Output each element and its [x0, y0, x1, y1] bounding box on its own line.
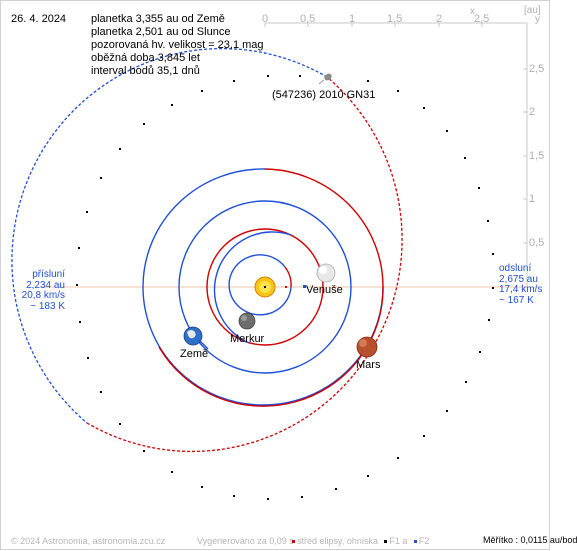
- x-tick: 2: [436, 13, 443, 25]
- earth-label: Země: [180, 348, 209, 360]
- earth-icon: [183, 326, 209, 350]
- center-marker-icon: [292, 539, 295, 543]
- venus-icon: [316, 263, 336, 283]
- asteroid-icon: [318, 73, 332, 85]
- asteroid-orbit-blue: [11, 47, 328, 424]
- y-axis-ruler: [523, 23, 528, 287]
- venus-label: Venuše: [306, 284, 343, 296]
- orbit-svg: [11, 22, 536, 500]
- date-label: 26. 4. 2024: [11, 13, 67, 25]
- magnitude: pozorovaná hv. velikost = 23,1 mag: [91, 39, 264, 51]
- perihelion-title: přísluní: [32, 269, 65, 280]
- earth-distance: planetka 3,355 au od Země: [91, 13, 225, 25]
- x-axis-label: x: [470, 6, 475, 17]
- sun-icon: [254, 276, 276, 298]
- info-block: planetka 3,355 au od Země planetka 2,501…: [91, 13, 264, 78]
- ellipse-center-dot: [285, 286, 287, 288]
- perihelion-temp: ~ 183 K: [30, 300, 65, 312]
- y-tick: 0,5: [529, 237, 545, 249]
- y-axis-label: y: [535, 14, 540, 25]
- x-tick: 0: [262, 13, 269, 25]
- point-interval: interval bodů 35,1 dnů: [91, 65, 200, 77]
- mars-orbit: [142, 168, 384, 406]
- mars-label: Mars: [356, 359, 381, 371]
- perihelion-speed: 20,8 km/s: [21, 290, 65, 301]
- copyright: © 2024 Astronomia, astronomia.zcu.cz: [11, 536, 166, 546]
- perihelion-info: přísluní 2,234 au 20,8 km/s ~ 183 K: [15, 269, 65, 312]
- scale-label: Měřítko : 0,0115 au/bod: [483, 535, 577, 545]
- mercury-orbit-red: [284, 266, 292, 288]
- mercury-icon: [238, 312, 256, 330]
- generation-time: Vygenerováno za 0,09 s: [197, 536, 294, 546]
- sun-distance: planetka 2,501 au od Slunce: [91, 26, 231, 38]
- y-tick: 2: [529, 106, 536, 118]
- y-tick: 1,5: [529, 150, 545, 162]
- mercury-orbit: [228, 254, 292, 316]
- perihelion-distance: 2,234 au: [26, 279, 65, 291]
- mars-icon: [356, 336, 378, 358]
- y-tick: 1: [529, 193, 536, 205]
- aphelion-info: odsluní 2,675 au 17,4 km/s ~ 167 K: [499, 263, 549, 306]
- orbital-period: oběžná doba 3,845 let: [91, 52, 200, 64]
- asteroid-orbit-red: [86, 76, 403, 453]
- legend-center: střed elipsy, ohniska F1 a F2: [288, 536, 429, 546]
- axis-unit: [au]: [524, 5, 541, 16]
- x-tick: 2,5: [474, 13, 490, 25]
- focus-f2-marker-icon: [413, 539, 417, 543]
- x-tick: 1: [349, 13, 356, 25]
- aphelion-speed: 17,4 km/s: [499, 284, 543, 295]
- x-tick: 0,5: [300, 13, 316, 25]
- aphelion-temp: ~ 167 K: [499, 294, 534, 306]
- focus-f1-marker-icon: [384, 539, 388, 543]
- focus-f2-dot: [303, 285, 306, 288]
- venus-orbit: [213, 231, 292, 344]
- x-tick: 1,5: [387, 13, 403, 25]
- aphelion-distance: 2,675 au: [499, 273, 538, 285]
- asteroid-orbit-points: [76, 75, 494, 500]
- venus-orbit-red: [206, 228, 324, 346]
- mercury-label: Merkur: [230, 333, 265, 345]
- x-axis-ruler: [264, 22, 527, 27]
- y-tick: 2,5: [529, 63, 545, 75]
- earth-orbit: [178, 200, 352, 374]
- asteroid-name: (547236) 2010 GN31: [272, 89, 376, 101]
- aphelion-title: odsluní: [499, 263, 532, 274]
